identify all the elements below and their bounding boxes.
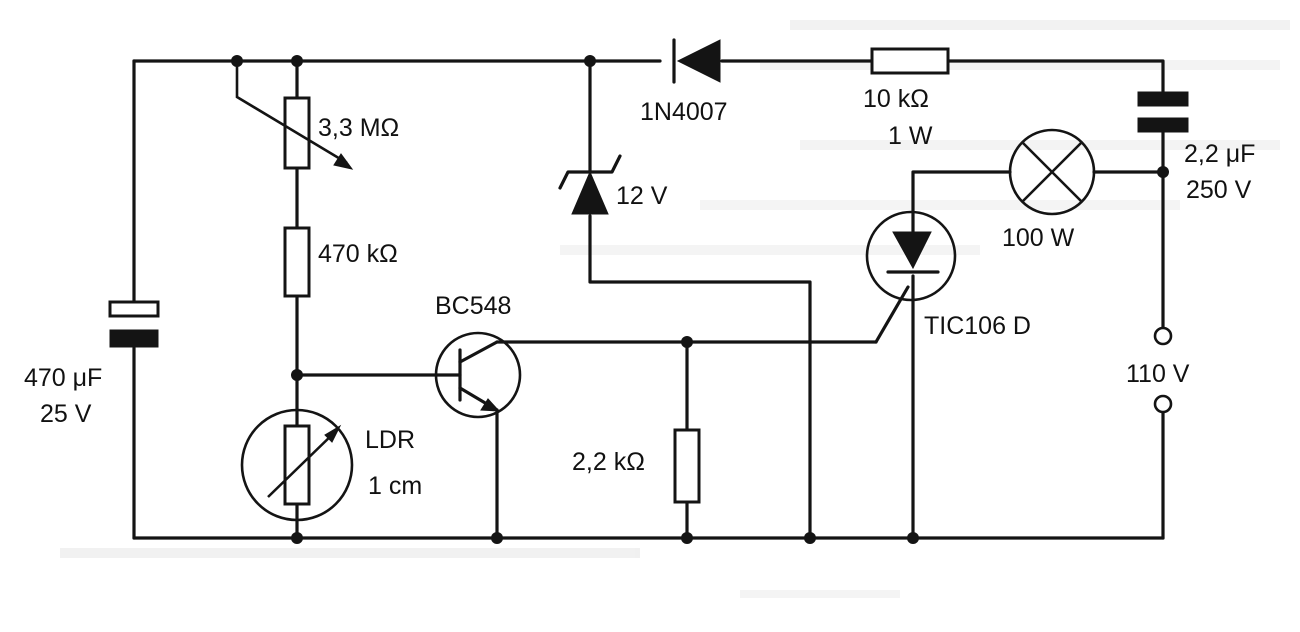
mains-terminals <box>1153 326 1173 414</box>
junction-dot <box>291 55 303 67</box>
zener-diode-symbol <box>558 154 622 215</box>
resistor-10k-value-label: 10 kΩ <box>863 85 929 113</box>
resistor-10k-symbol <box>870 47 950 75</box>
zener-wire-bottom <box>588 214 812 540</box>
junction-dot <box>1157 166 1169 178</box>
ldr-symbol <box>240 408 354 522</box>
junction-dot <box>681 532 693 544</box>
capacitor-electrolytic-voltage-label: 25 V <box>40 400 92 428</box>
gate-wire <box>874 285 910 344</box>
junction-dot <box>584 55 596 67</box>
transistor-label: BC548 <box>435 292 511 320</box>
junction-dot <box>907 532 919 544</box>
capacitor-electrolytic-value-label: 470 μF <box>24 364 102 392</box>
mains-voltage-label: 110 V <box>1126 360 1190 388</box>
resistor-10k-power-label: 1 W <box>888 122 933 150</box>
thyristor-tic106-symbol <box>865 210 957 302</box>
ldr-name-label: LDR <box>365 426 415 454</box>
lamp-symbol <box>1008 128 1096 216</box>
junction-dot <box>491 532 503 544</box>
junction-dot <box>291 532 303 544</box>
junction-dot <box>804 532 816 544</box>
junction-dots <box>231 55 1169 544</box>
potentiometer-label: 3,3 MΩ <box>318 114 399 142</box>
ldr-size-label: 1 cm <box>368 472 422 500</box>
capacitor-film-symbol <box>1137 91 1189 133</box>
capacitor-film-voltage-label: 250 V <box>1186 176 1252 204</box>
resistor-2k2-symbol <box>673 428 701 504</box>
diode-label: 1N4007 <box>640 98 728 126</box>
diode-1n4007-symbol <box>672 38 721 84</box>
zener-label: 12 V <box>616 182 668 210</box>
lamp-label: 100 W <box>1002 224 1075 252</box>
capacitor-film-value-label: 2,2 μF <box>1184 140 1255 168</box>
junction-dot <box>291 369 303 381</box>
resistor-470k-symbol <box>283 226 311 298</box>
transistor-bc548-symbol <box>434 331 522 419</box>
resistor-2k2-label: 2,2 kΩ <box>572 448 645 476</box>
scan-bleed-through <box>60 20 1290 598</box>
thyristor-label: TIC106 D <box>924 312 1031 340</box>
component-labels: 3,3 MΩ 470 kΩ 470 μF 25 V LDR 1 cm BC548… <box>24 85 1255 500</box>
resistor-470k-label: 470 kΩ <box>318 240 398 268</box>
capacitor-electrolytic-symbol <box>108 300 160 348</box>
wires <box>132 59 1165 540</box>
junction-dot <box>681 336 693 348</box>
top-rail-wire-far-right <box>946 59 1165 94</box>
potentiometer-symbol <box>235 61 354 170</box>
